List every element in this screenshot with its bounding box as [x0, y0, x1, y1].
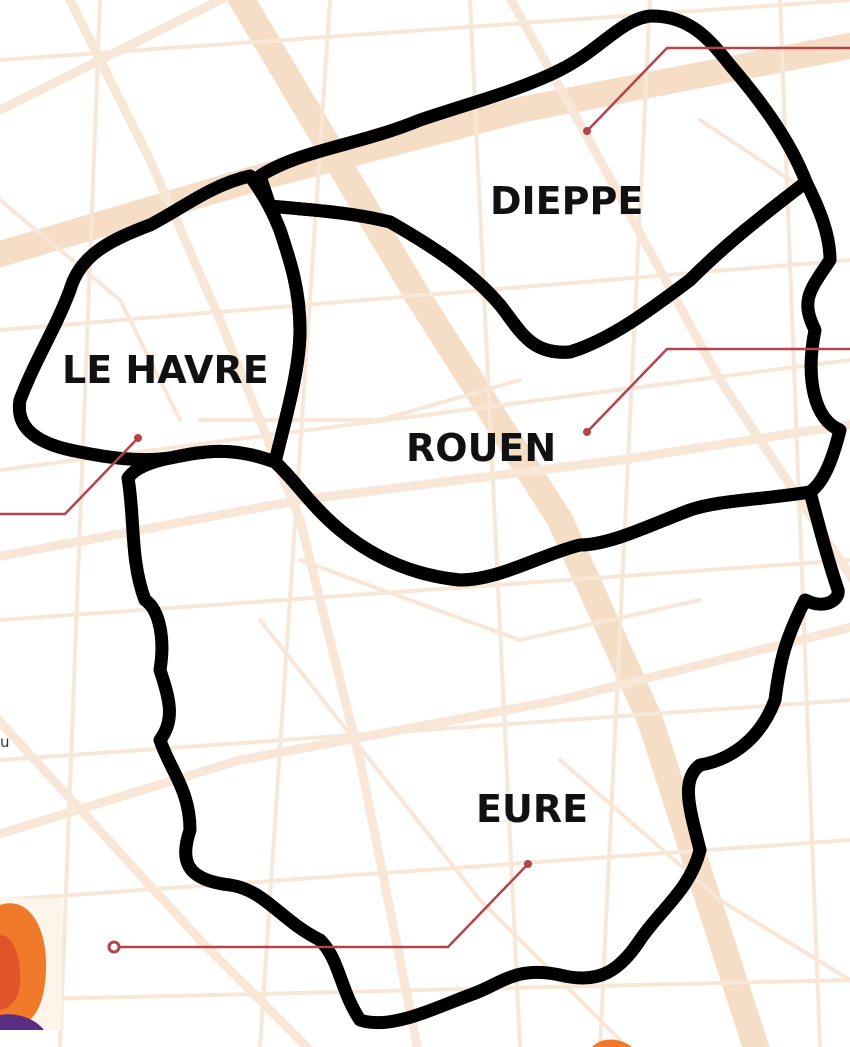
avatar — [0, 898, 62, 1030]
dieppe-callout — [586, 46, 850, 132]
le-havre-callout — [0, 437, 139, 516]
region-borders — [12, 9, 847, 1030]
region-label-le-havre: LE HAVRE — [62, 348, 269, 392]
rouen-callout-dot — [583, 428, 591, 436]
callout-lines — [0, 46, 850, 949]
region-label-eure: EURE — [476, 787, 588, 831]
rouen-callout — [586, 347, 850, 433]
avatar-shoulder — [0, 1014, 44, 1030]
bottom-orange-shape — [592, 1039, 632, 1047]
eure-callout-dot — [524, 860, 532, 868]
avatar-face — [0, 935, 21, 1010]
eure-callout-end-ring — [107, 940, 121, 954]
eure-border — [121, 444, 845, 1030]
region-label-rouen: ROUEN — [406, 426, 556, 470]
le-havre-callout-dot — [134, 434, 142, 442]
eure-callout — [118, 863, 529, 949]
callout-dots — [134, 127, 591, 868]
edge-text-fragment: u — [0, 733, 10, 751]
dieppe-callout-dot — [583, 127, 591, 135]
region-label-dieppe: DIEPPE — [490, 179, 643, 223]
